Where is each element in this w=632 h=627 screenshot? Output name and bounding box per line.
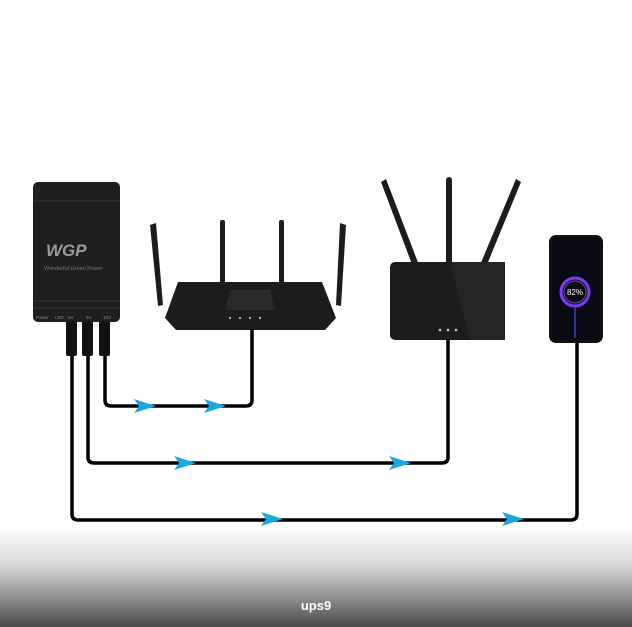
image-caption: ups9 bbox=[300, 598, 332, 613]
port-label-12v: 12V bbox=[103, 315, 111, 320]
ups-device: WGP Wonderful Green Power Power LED 5V 9… bbox=[33, 182, 120, 356]
port-label-power: Power bbox=[36, 315, 49, 320]
ups-tagline: Wonderful Green Power bbox=[44, 266, 103, 272]
cable-9v bbox=[86, 330, 450, 465]
port-label-9v: 9V bbox=[86, 315, 92, 320]
arrow-icon bbox=[204, 399, 226, 413]
router-gaming bbox=[150, 220, 346, 330]
smartphone: 82% bbox=[549, 235, 603, 343]
arrow-icon bbox=[134, 399, 156, 413]
arrow-icon bbox=[261, 512, 283, 526]
port-label-led: LED bbox=[55, 315, 65, 320]
port-label-5v: 5V bbox=[68, 315, 74, 320]
arrow-icon bbox=[389, 456, 411, 470]
arrow-icon bbox=[174, 456, 196, 470]
arrow-icon bbox=[502, 512, 524, 526]
battery-percent: 82% bbox=[567, 288, 583, 297]
ups-logo: WGP bbox=[46, 241, 87, 260]
bottom-gradient bbox=[0, 530, 632, 627]
cable-5v bbox=[70, 330, 579, 522]
cable-12v bbox=[103, 330, 254, 408]
router-wifi bbox=[381, 177, 521, 340]
